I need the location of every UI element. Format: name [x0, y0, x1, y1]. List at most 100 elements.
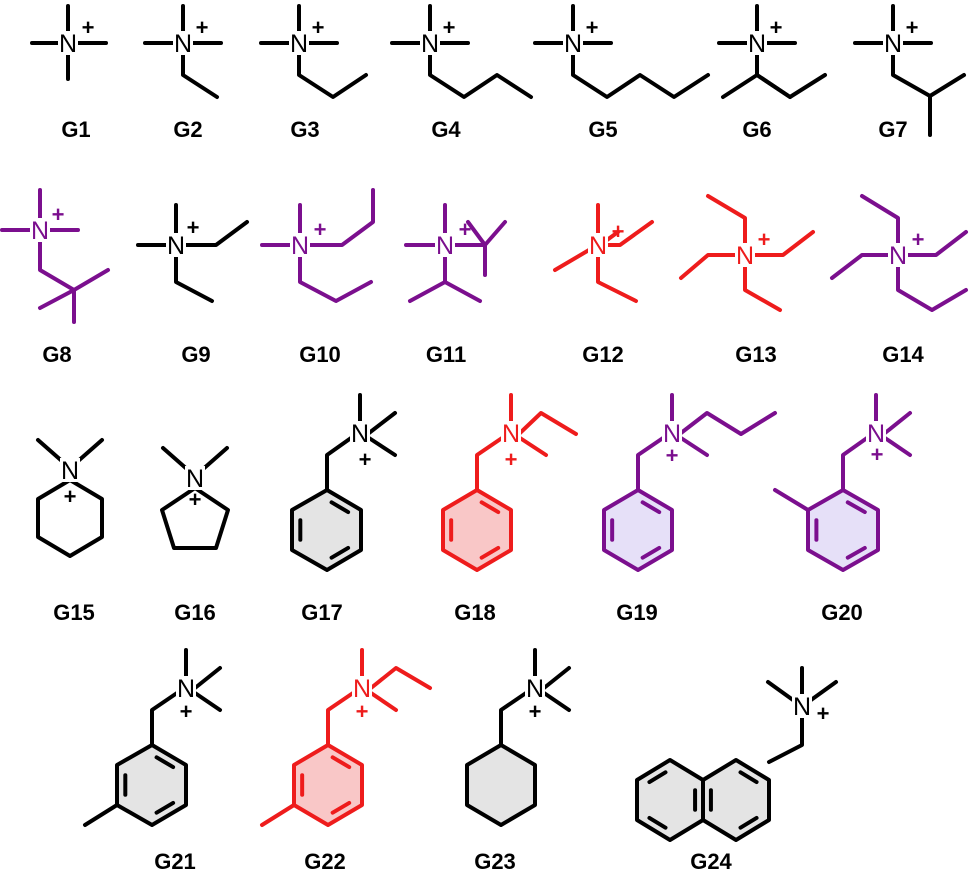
label-G15: G15: [53, 600, 95, 625]
g10-atom-bg: [290, 233, 310, 257]
g16-atom-bg: [185, 466, 205, 490]
molecule-g24: N+: [635, 666, 838, 842]
g19-charge: +: [666, 443, 679, 468]
g23-bond: [542, 666, 571, 690]
g21-charge: +: [180, 699, 193, 724]
g12-nitrogen-atom: N: [589, 232, 607, 260]
g6-bond: [755, 73, 827, 99]
g19-bond: [679, 411, 777, 436]
g19-atom-bg: [662, 421, 682, 445]
g1-charge: +: [82, 15, 95, 40]
molecule-structures: N+N+N+N+N+N+N+N+N+N+N+N+N+N+N+N+N+N+N+N+…: [0, 4, 968, 842]
g18-bond: [518, 436, 548, 457]
g19-ring: [602, 488, 674, 572]
g20-bond: [841, 436, 869, 492]
molecule-g12: N+: [553, 203, 654, 303]
g21-bond: [193, 666, 222, 690]
g22-ring: [292, 743, 364, 827]
g7-charge: +: [906, 15, 919, 40]
g2-atom-bg: [173, 31, 193, 55]
g21-bond: [83, 803, 119, 827]
g19-double-bond: [640, 500, 662, 515]
g17-atom-bg: [350, 421, 370, 445]
g20-charge: +: [871, 442, 884, 467]
g22-double-bond: [330, 755, 352, 770]
label-G21: G21: [154, 849, 196, 874]
label-G4: G4: [431, 117, 461, 142]
label-G19: G19: [616, 600, 658, 625]
g13-nitrogen-atom: N: [736, 242, 754, 270]
g11-bond: [466, 220, 507, 247]
g22-double-bond: [330, 800, 352, 815]
label-G9: G9: [181, 342, 210, 367]
g9-bond: [183, 220, 249, 247]
g2-nitrogen-atom: N: [174, 30, 192, 58]
g3-atom-bg: [289, 31, 309, 55]
label-G7: G7: [878, 117, 907, 142]
g18-atom-bg: [501, 421, 521, 445]
g15-nitrogen-atom: N: [61, 457, 79, 485]
g13-charge: +: [758, 227, 771, 252]
g7-bond: [891, 50, 966, 98]
g8-bond: [72, 268, 110, 292]
g12-bond: [596, 252, 638, 303]
g21-double-bond: [154, 800, 176, 815]
g14-bond: [830, 253, 891, 280]
g13-bond: [752, 230, 815, 257]
g5-nitrogen-atom: N: [564, 30, 582, 58]
g5-bond: [571, 50, 710, 99]
label-G22: G22: [304, 849, 346, 874]
g20-nitrogen-atom: N: [867, 420, 885, 448]
g23-bond: [499, 691, 528, 747]
label-G12: G12: [582, 342, 624, 367]
g15-ring: [36, 478, 104, 558]
g20-bond: [883, 436, 912, 457]
g8-bond: [38, 237, 76, 292]
g9-bond: [174, 252, 214, 303]
g18-nitrogen-atom: N: [502, 420, 520, 448]
molecule-g15: N+: [36, 438, 104, 558]
g16-charge: +: [189, 487, 202, 512]
g18-double-bond: [479, 545, 501, 560]
g2-charge: +: [196, 15, 209, 40]
g22-bond: [260, 803, 296, 827]
g22-bond: [369, 691, 398, 712]
label-G20: G20: [821, 600, 863, 625]
molecule-g1: N+: [30, 4, 108, 81]
g15-charge: +: [64, 484, 77, 509]
g14-atom-bg: [888, 243, 908, 267]
g1-nitrogen-atom: N: [59, 30, 77, 58]
g24-nitrogen-atom: N: [793, 693, 811, 721]
g14-nitrogen-atom: N: [889, 242, 907, 270]
g12-atom-bg: [588, 233, 608, 257]
g19-bond: [636, 436, 665, 492]
molecule-g16: N+: [160, 446, 230, 550]
g4-bond: [428, 50, 533, 99]
g24-double-bond: [647, 815, 668, 830]
molecule-g20: N+: [773, 393, 912, 572]
label-G17: G17: [301, 600, 343, 625]
g17-ring: [290, 488, 363, 572]
label-G6: G6: [742, 117, 771, 142]
g11-bond: [408, 280, 482, 303]
g3-nitrogen-atom: N: [290, 30, 308, 58]
g17-nitrogen-atom: N: [351, 420, 369, 448]
molecule-g8: N+: [0, 188, 110, 324]
g21-bond: [150, 691, 179, 747]
g11-nitrogen-atom: N: [436, 232, 454, 260]
g22-nitrogen-atom: N: [353, 675, 371, 703]
molecule-g10: N+: [260, 188, 375, 303]
label-G1: G1: [61, 117, 90, 142]
g20-double-bond: [845, 545, 867, 560]
g17-double-bond: [329, 545, 351, 560]
g16-bond: [200, 446, 229, 472]
g10-charge: +: [314, 217, 327, 242]
g20-atom-bg: [866, 421, 886, 445]
g17-double-bond: [329, 500, 351, 515]
g18-charge: +: [505, 447, 518, 472]
g15-atom-bg: [60, 458, 80, 482]
molecule-g21: N+: [83, 648, 222, 827]
molecule-g4: N+: [390, 4, 533, 99]
molecule-g9: N+: [136, 203, 249, 303]
g19-nitrogen-atom: N: [663, 420, 681, 448]
